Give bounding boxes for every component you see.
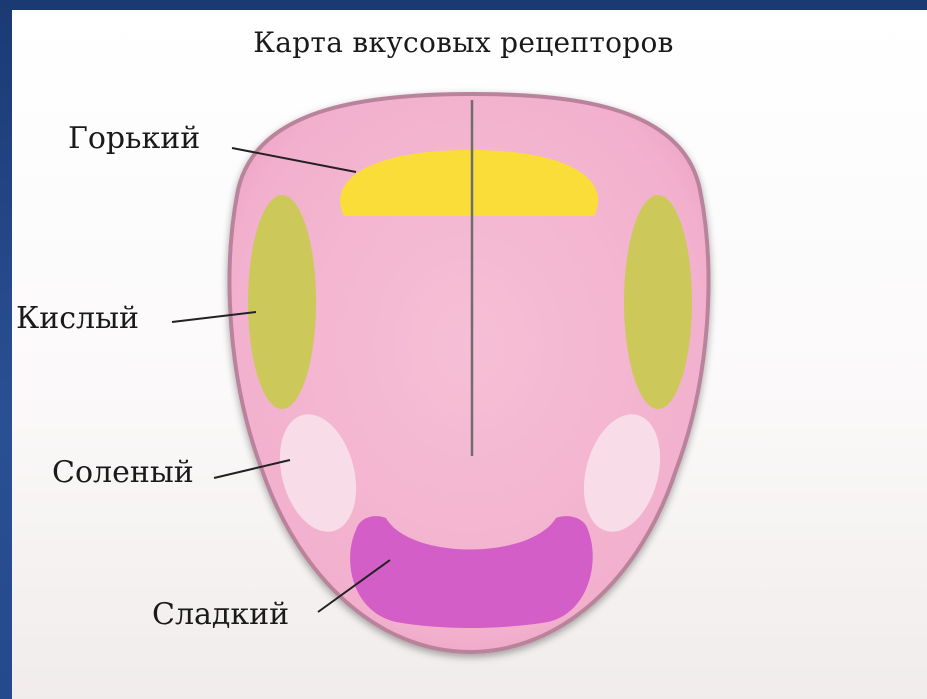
label-sour: Кислый bbox=[16, 304, 139, 334]
sour-zone-left bbox=[248, 195, 316, 409]
label-sweet: Сладкий bbox=[152, 600, 289, 630]
label-bitter: Горький bbox=[68, 124, 200, 154]
label-salty: Соленый bbox=[52, 458, 194, 488]
sour-zone-right bbox=[624, 195, 692, 409]
